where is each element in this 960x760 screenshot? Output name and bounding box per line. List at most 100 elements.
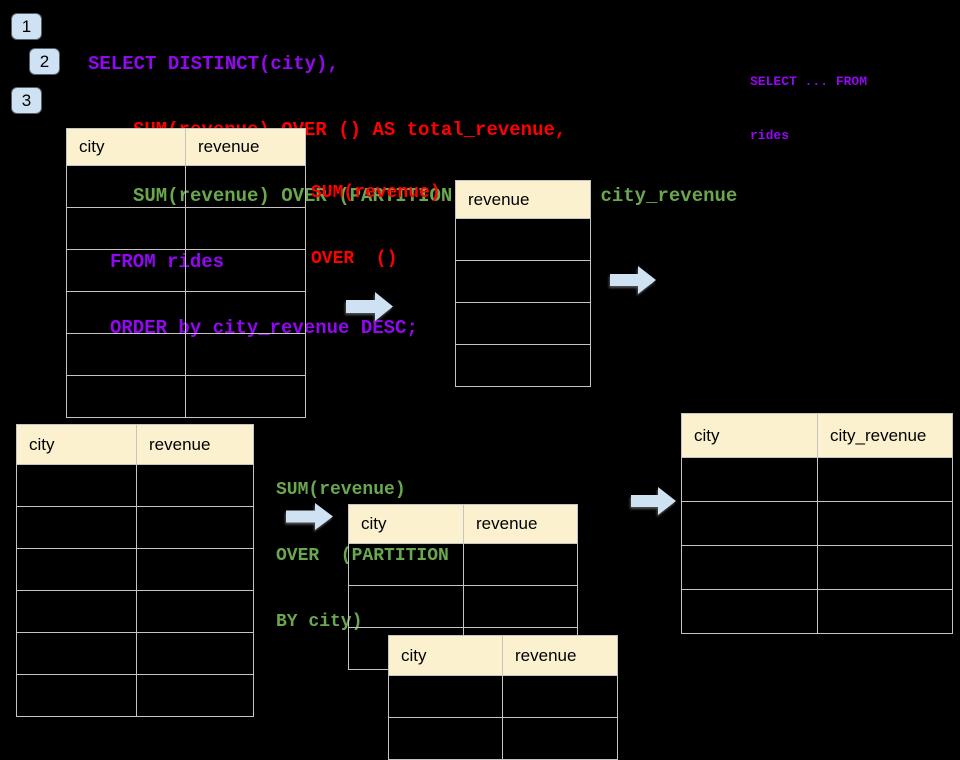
step-badge-3-label: 3 (21, 90, 32, 110)
table-row (67, 250, 306, 292)
header-cell-city-revenue: city_revenue (818, 414, 953, 458)
table-cell (503, 676, 618, 718)
table-cell (682, 458, 818, 502)
table-cell (464, 586, 578, 628)
step-badge-2: 2 (29, 48, 60, 75)
header-cell-city: city (67, 129, 186, 166)
table-cell (389, 718, 503, 760)
table-cell (818, 502, 953, 546)
header-cell-revenue: revenue (464, 505, 578, 544)
table-cell (186, 250, 306, 292)
table-cell (186, 208, 306, 250)
header-cell-city: city (17, 425, 137, 465)
flow-arrow-right-icon (631, 486, 677, 516)
table-cell (17, 549, 137, 591)
corner-snippet-line2: rides (750, 128, 790, 143)
table-row (456, 261, 591, 303)
table-cell (137, 465, 254, 507)
table-row (67, 208, 306, 250)
table-cell (186, 334, 306, 376)
header-cell-revenue: revenue (456, 181, 591, 219)
table-cell (682, 590, 818, 634)
table-row (67, 376, 306, 418)
table-row (456, 219, 591, 261)
table-cell (67, 166, 186, 208)
annotation-total-line1: SUM(revenue) (311, 183, 441, 203)
header-cell-revenue: revenue (503, 636, 618, 676)
table-cell (456, 261, 591, 303)
table-header-row: city city_revenue (682, 414, 953, 458)
table-row (456, 303, 591, 345)
step-badge-3: 3 (11, 87, 42, 114)
table-row (389, 676, 618, 718)
slide-canvas: { "colors": { "background": "#000000", "… (11, 13, 953, 760)
table-partitioned-upper: city revenue (348, 504, 578, 670)
table-row (17, 549, 254, 591)
table-row (67, 166, 306, 208)
table-cell (349, 586, 464, 628)
table-cell (67, 208, 186, 250)
table-row (17, 465, 254, 507)
table-row (17, 591, 254, 633)
table-row (349, 544, 578, 586)
table-row (389, 718, 618, 760)
flow-arrow-right-icon (286, 502, 334, 531)
table-cell (456, 219, 591, 261)
sql-line-from: FROM rides (110, 251, 225, 273)
table-row (682, 590, 953, 634)
table-cell (137, 549, 254, 591)
table-cell (818, 546, 953, 590)
table-partitioned-lower: city revenue (388, 635, 618, 760)
table-header-row: city revenue (17, 425, 254, 465)
table-header-row: revenue (456, 181, 591, 219)
table-cell (349, 544, 464, 586)
table-row (67, 334, 306, 376)
step-badge-1: 1 (11, 13, 42, 40)
annotation-partition-line1: SUM(revenue) (276, 480, 406, 500)
table-cell (456, 303, 591, 345)
table-cell (17, 591, 137, 633)
corner-snippet: SELECT ... FROM rides (750, 37, 867, 163)
table-cell (456, 345, 591, 387)
table-cell (682, 546, 818, 590)
annotation-total-revenue: SUM(revenue) OVER () (311, 138, 441, 292)
table-cell (137, 633, 254, 675)
table-cell (67, 292, 186, 334)
table-cell (186, 376, 306, 418)
table-cell (464, 544, 578, 586)
flow-arrow-right-icon (346, 291, 394, 322)
table-cell (17, 675, 137, 717)
table-cell (17, 507, 137, 549)
table-row (17, 633, 254, 675)
table-header-row: city revenue (349, 505, 578, 544)
annotation-partition-line2: OVER (PARTITION (276, 546, 449, 566)
header-cell-city: city (389, 636, 503, 676)
header-cell-revenue: revenue (137, 425, 254, 465)
table-row (17, 675, 254, 717)
table-cell (389, 676, 503, 718)
table-cell (818, 458, 953, 502)
table-cell (67, 250, 186, 292)
table-cell (137, 507, 254, 549)
step-badge-2-label: 2 (39, 51, 50, 71)
table-cell (137, 591, 254, 633)
table-row (682, 502, 953, 546)
table-cell (17, 465, 137, 507)
table-row (682, 546, 953, 590)
table-row (682, 458, 953, 502)
sql-line-select: SELECT DISTINCT(city), (88, 53, 339, 75)
header-cell-revenue: revenue (186, 129, 306, 166)
table-header-row: city revenue (389, 636, 618, 676)
table-cell (67, 334, 186, 376)
annotation-total-line2: OVER () (311, 249, 398, 269)
table-row (17, 507, 254, 549)
table-result: city city_revenue (681, 413, 953, 634)
table-row (456, 345, 591, 387)
header-cell-city: city (682, 414, 818, 458)
step-badge-1-label: 1 (21, 16, 32, 36)
flow-arrow-right-icon (610, 265, 657, 295)
table-cell (137, 675, 254, 717)
table-cell (67, 376, 186, 418)
table-cell (818, 590, 953, 634)
table-cell (186, 292, 306, 334)
